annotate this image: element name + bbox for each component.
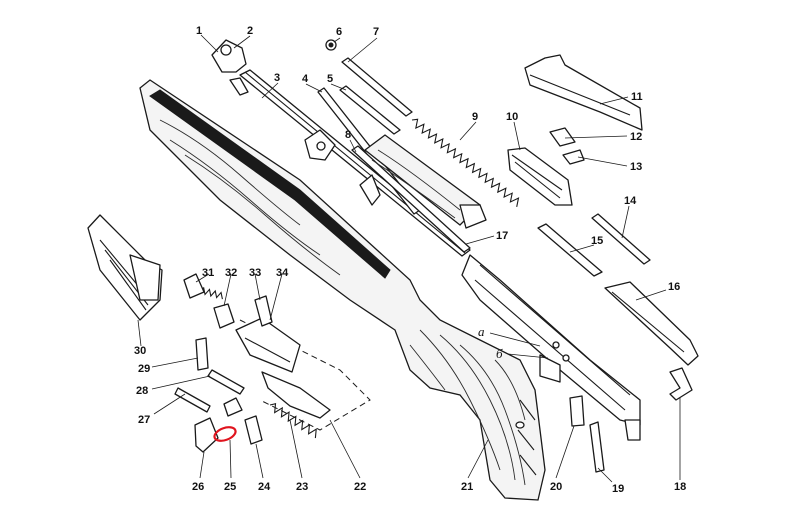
label-18: 18	[674, 481, 686, 493]
label-24: 24	[258, 481, 271, 493]
label-5: 5	[327, 73, 333, 85]
label-16: 16	[668, 281, 680, 293]
receiver	[461, 254, 641, 441]
label-20: 20	[550, 481, 562, 493]
label-1: 1	[196, 25, 202, 37]
trigger-group	[174, 273, 371, 453]
bolt-group	[507, 54, 643, 206]
label-2: 2	[247, 25, 253, 37]
label-17: 17	[496, 230, 508, 242]
label-29: 29	[138, 363, 150, 375]
label-28: 28	[136, 385, 148, 397]
label-12: 12	[630, 131, 642, 143]
label-19: 19	[612, 483, 624, 495]
label-23: 23	[296, 481, 308, 493]
springs	[199, 118, 520, 439]
leader-lines	[137, 34, 681, 483]
label-3: 3	[274, 72, 280, 84]
pins-right	[569, 367, 693, 473]
label-32: 32	[225, 267, 237, 279]
highlight-ring	[213, 426, 237, 442]
label-27: 27	[138, 414, 150, 426]
label-6: 6	[336, 26, 342, 38]
handguard	[363, 134, 487, 229]
label-8: 8	[345, 129, 351, 141]
label-7: 7	[373, 26, 379, 38]
label-22: 22	[354, 481, 366, 493]
stock	[139, 79, 546, 501]
label-15: 15	[591, 235, 603, 247]
label-9: 9	[472, 111, 478, 123]
part-labels: 1 2 3 4 5 6 7 8 9 10 11 12 13 14 15 16 1…	[134, 25, 686, 495]
label-31: 31	[202, 267, 214, 279]
label-10: 10	[506, 111, 518, 123]
label-30: 30	[134, 345, 146, 357]
label-11: 11	[631, 91, 643, 103]
magazine	[87, 214, 163, 321]
label-4: 4	[302, 73, 309, 85]
label-25: 25	[224, 481, 236, 493]
label-a: а	[478, 324, 485, 339]
label-21: 21	[461, 481, 473, 493]
label-26: 26	[192, 481, 204, 493]
label-b: б	[496, 346, 503, 361]
label-14: 14	[624, 195, 637, 207]
cleaning-rods	[537, 213, 651, 277]
label-33: 33	[249, 267, 261, 279]
receiver-cover	[604, 281, 699, 366]
label-13: 13	[630, 161, 642, 173]
label-34: 34	[276, 267, 289, 279]
